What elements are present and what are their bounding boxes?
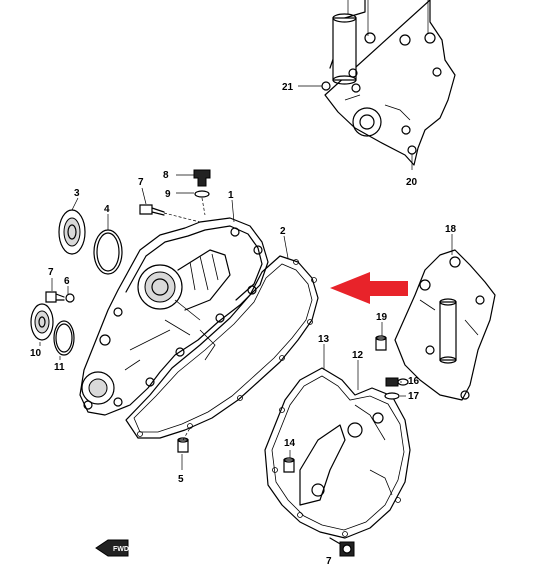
callout-6: 6: [64, 276, 70, 287]
callout-5: 5: [178, 474, 184, 485]
callout-2: 2: [280, 226, 286, 237]
washer-17: [384, 392, 400, 400]
callout-11: 11: [54, 362, 65, 373]
washer-16: [397, 378, 409, 386]
case-gasket: [125, 255, 319, 439]
callout-9: 9: [165, 189, 171, 200]
fwd-direction-marker: FWD: [95, 539, 129, 557]
callout-3: 3: [74, 188, 80, 199]
inner-clutch-cover: [264, 367, 411, 539]
callout-4: 4: [104, 204, 110, 215]
oil-seal-10: [30, 303, 54, 341]
callout-18: 18: [445, 224, 457, 235]
callout-1: 1: [228, 190, 234, 201]
fwd-label: FWD: [113, 546, 129, 553]
callout-labels: 1 2 3 4 5 6 7 7 7 8 9 10 11 12 13 14 16 …: [30, 82, 457, 564]
plug-15: [385, 377, 399, 387]
main-case-cover: [79, 217, 269, 416]
callout-8: 8: [163, 170, 169, 181]
top-bracket-part: [321, 0, 456, 166]
red-pointer-arrow: [330, 272, 408, 304]
bolt-left-7: [45, 291, 75, 303]
o-ring-4: [93, 229, 123, 275]
o-ring-11: [53, 320, 75, 356]
bolt-bottom-7: [329, 537, 355, 557]
callout-13: 13: [318, 334, 330, 345]
callout-17: 17: [408, 391, 420, 402]
callout-20: 20: [406, 177, 418, 188]
dowel-pin-5: [177, 427, 191, 453]
dowel-pin-19: [375, 335, 387, 351]
callout-10: 10: [30, 348, 42, 359]
callout-7-top: 7: [138, 177, 144, 188]
callout-21: 21: [282, 82, 294, 93]
callout-7-left: 7: [48, 267, 54, 278]
oil-seal-3: [58, 209, 86, 255]
dowel-pin-14: [283, 457, 295, 473]
callout-12: 12: [352, 350, 364, 361]
callout-19: 19: [376, 312, 388, 323]
leader-lines: [39, 0, 453, 470]
right-bracket-part: [394, 249, 496, 401]
drain-plug-top: [193, 169, 211, 216]
callout-14: 14: [284, 438, 296, 449]
callout-7-bottom: 7: [326, 556, 332, 564]
callout-16: 16: [408, 376, 420, 387]
bolt-top-7: [139, 204, 201, 223]
